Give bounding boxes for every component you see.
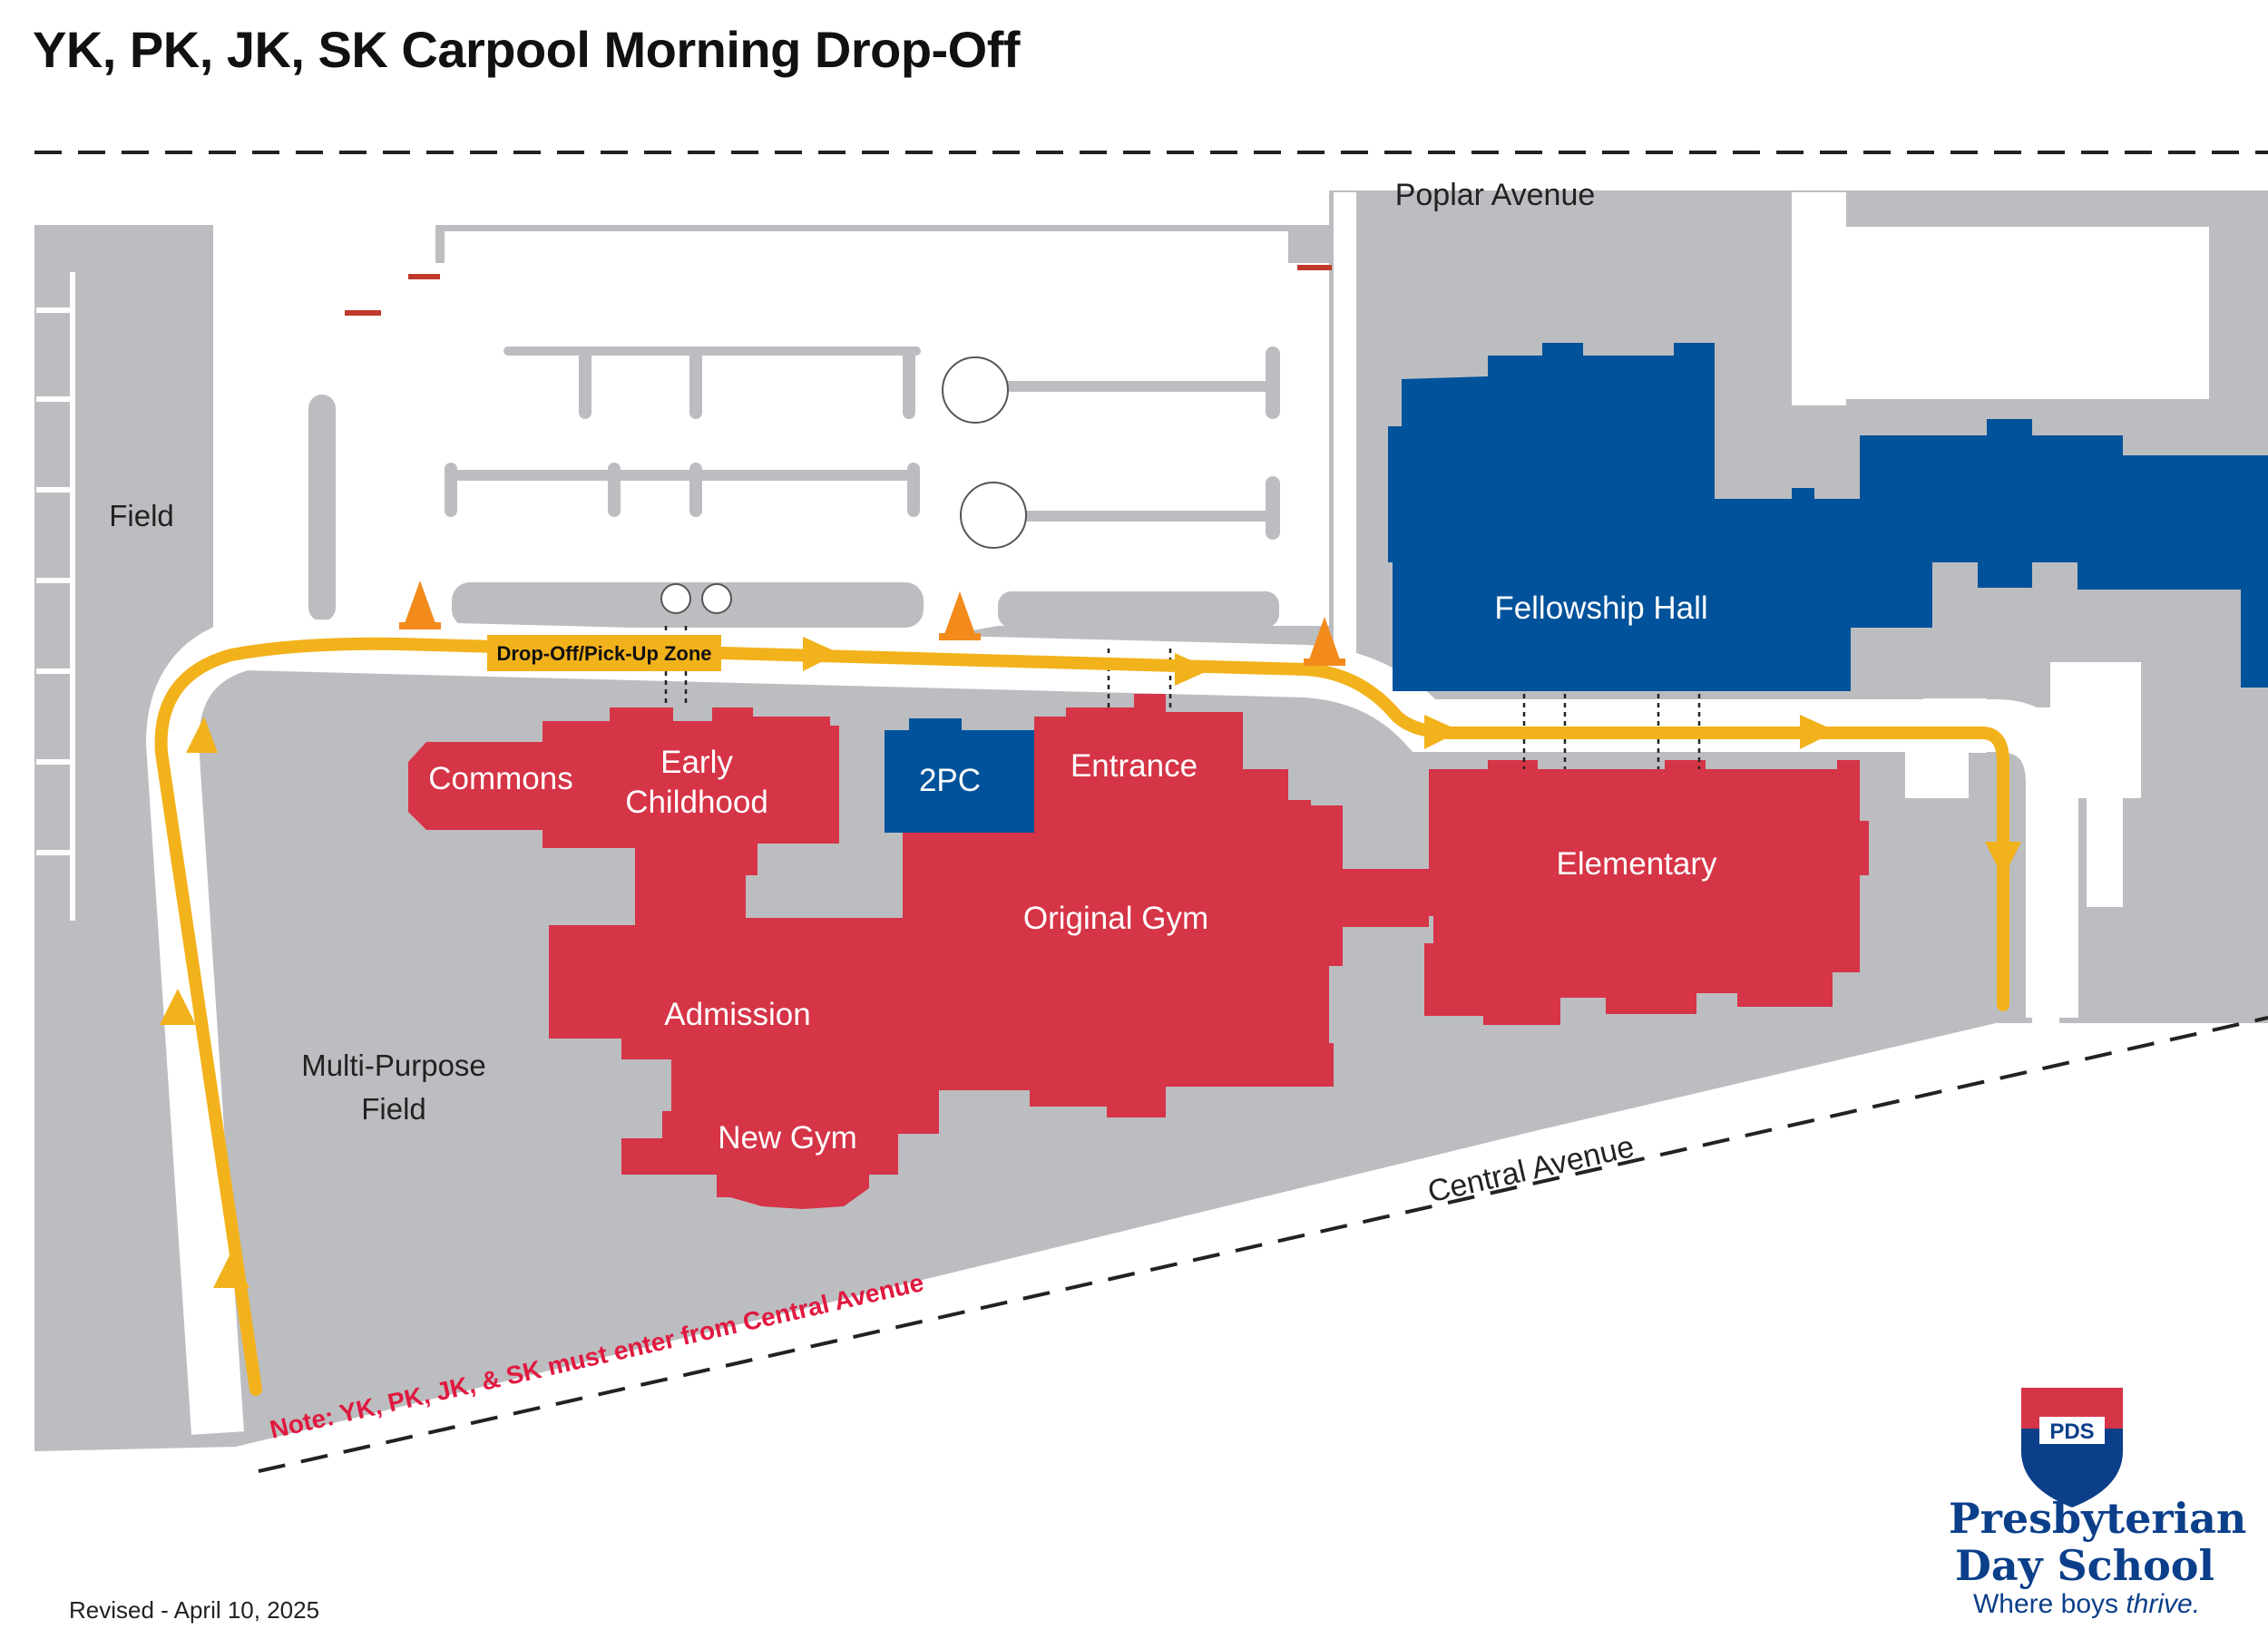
early-childhood-label-1: Early [660,745,733,780]
gate-icon [345,265,1332,316]
central-avenue-line [258,1016,2268,1473]
fellowship-hall-building [1388,343,2268,691]
main-school-building [408,694,1869,1209]
field-stripes [36,272,75,921]
multi-purpose-field-label-1: Multi-Purpose [301,1049,486,1082]
entrance-label: Entrance [1070,748,1198,784]
new-gym-label: New Gym [718,1120,857,1156]
commons-label: Commons [428,761,572,796]
fellowship-hall-label: Fellowship Hall [1494,590,1707,626]
dropoff-zone-box [487,635,721,671]
2pc-label: 2PC [919,763,981,798]
tree-icon [660,356,1027,614]
tagline-prefix: Where boys [1972,1589,2126,1619]
dropoff-zone-label: Drop-Off/Pick-Up Zone [496,642,711,665]
2pc-building [885,718,1034,833]
school-tagline: Where boys thrive. [1960,1589,2214,1620]
field-label: Field [109,499,174,532]
pds-shield-logo: PDS [2021,1388,2123,1507]
early-childhood-label-2: Childhood [625,785,768,820]
pds-monogram: PDS [2049,1419,2094,1444]
traffic-cone-icon [399,580,1345,666]
elementary-label: Elementary [1556,846,1717,882]
school-name: Presbyterian Day School [1949,1494,2247,1590]
revised-date: Revised - April 10, 2025 [69,1596,320,1624]
multi-purpose-field-label-2: Field [361,1092,426,1126]
page-title: YK, PK, JK, SK Carpool Morning Drop-Off [33,21,1021,78]
poplar-avenue-label: Poplar Avenue [1395,178,1596,212]
admission-label: Admission [664,997,810,1032]
school-name-line2: Day School [1955,1541,2214,1590]
carpool-route [154,637,2009,1396]
school-name-line1: Presbyterian [1949,1494,2247,1543]
original-gym-label: Original Gym [1023,901,1208,936]
tagline-emphasis: thrive. [2126,1589,2201,1619]
route-arrows [160,637,2021,1288]
